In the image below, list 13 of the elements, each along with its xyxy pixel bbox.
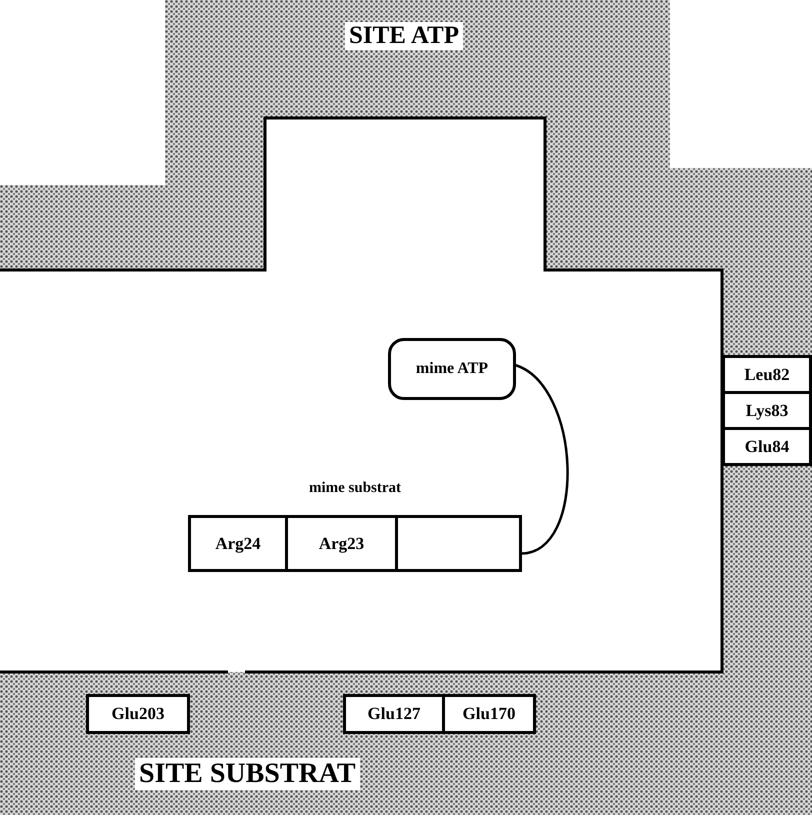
site-title: SITE SUBSTRAT: [135, 758, 360, 790]
connector-line: [514, 364, 569, 555]
group-heading: mime substrat: [308, 480, 402, 497]
residue-box: Arg24: [188, 515, 288, 572]
mimic-box: mime ATP: [388, 338, 516, 400]
residue-box: Arg23: [285, 515, 398, 572]
residue-box: Leu82: [722, 355, 812, 394]
residue-box: Lys83: [722, 391, 812, 430]
residue-box: Glu127: [343, 694, 445, 734]
site-title: SITE ATP: [345, 22, 463, 50]
residue-box: Glu84: [722, 427, 812, 466]
residue-box: Glu203: [86, 694, 190, 734]
residue-box: Glu170: [442, 694, 536, 734]
